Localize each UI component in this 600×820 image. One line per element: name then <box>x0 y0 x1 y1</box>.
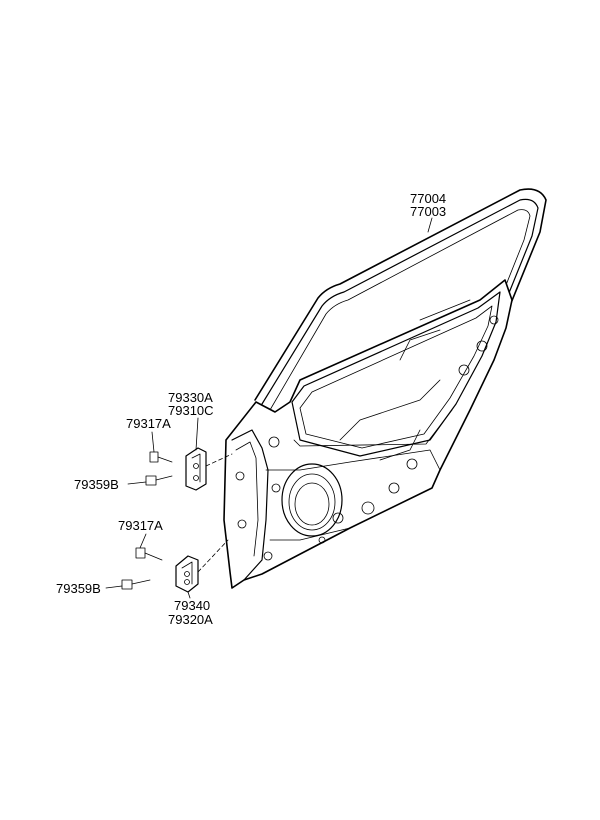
lower-hinge <box>175 555 199 593</box>
upper-bolt-79359b <box>145 475 173 486</box>
label-lower-bolt-b: 79359B <box>56 581 101 596</box>
label-upper-bolt-b: 79359B <box>74 477 119 492</box>
label-upper-hinge-a: 79330A <box>168 390 213 405</box>
speaker-opening <box>281 463 343 537</box>
lower-bolt-79317a <box>135 547 163 561</box>
alignment-lines <box>197 453 233 573</box>
lower-bolt-79359b <box>121 579 151 590</box>
label-upper-hinge-b: 79310C <box>168 403 214 418</box>
label-lower-bolt-a: 79317A <box>118 518 163 533</box>
service-holes <box>235 315 499 561</box>
leader-lines <box>105 217 433 599</box>
label-upper-bolt-a: 79317A <box>126 416 171 431</box>
door-weatherstrip-seal <box>254 188 547 411</box>
label-seal-lower: 77003 <box>410 204 446 219</box>
label-lower-hinge-a: 79340 <box>174 598 210 613</box>
upper-hinge <box>185 447 207 491</box>
label-lower-hinge-b: 79320A <box>168 612 213 627</box>
upper-bolt-79317a <box>149 451 173 463</box>
door-inner-panel <box>223 279 513 589</box>
label-seal-upper: 77004 <box>410 191 446 206</box>
